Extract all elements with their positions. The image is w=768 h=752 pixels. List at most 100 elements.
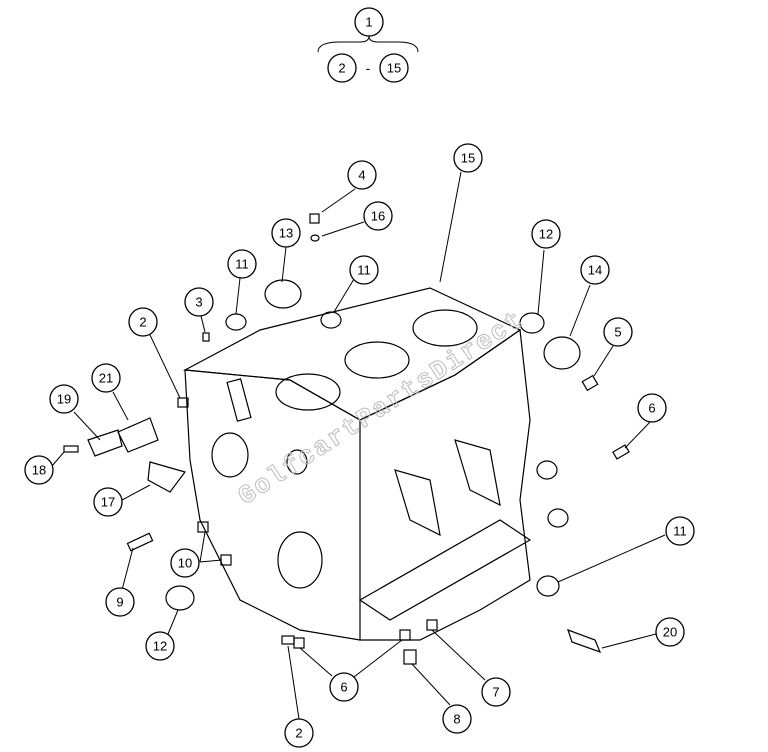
plug-13 (264, 279, 302, 309)
svg-text:16: 16 (371, 209, 385, 224)
leader-16 (321, 221, 365, 237)
leader-11-left (235, 277, 241, 315)
plug-12-bottom (165, 585, 195, 611)
callout-20: 20 (655, 617, 685, 647)
dowel-2-top (177, 397, 189, 408)
leader-8 (411, 663, 451, 706)
callout-8: 8 (442, 704, 472, 734)
oring-16 (310, 234, 320, 242)
callout-6-right: 6 (637, 393, 667, 423)
svg-text:21: 21 (99, 371, 113, 386)
leader-11-bottom (557, 534, 666, 583)
svg-text:3: 3 (195, 295, 202, 310)
svg-text:14: 14 (588, 263, 602, 278)
pin-4 (309, 213, 320, 224)
sensor-20 (567, 629, 602, 654)
plug-6-bottom-b (399, 629, 411, 641)
cylinder-bore-3 (275, 373, 341, 411)
svg-text:11: 11 (235, 257, 249, 272)
callout-2-top: 2 (128, 307, 158, 337)
callout-17: 17 (93, 487, 123, 517)
crank-web-2 (454, 439, 501, 507)
leader-7 (431, 629, 486, 681)
leader-10-b (199, 559, 223, 563)
seal-right-upper (536, 460, 558, 480)
dowel-5 (581, 374, 599, 392)
svg-text:10: 10 (178, 556, 192, 571)
svg-text:2: 2 (295, 726, 302, 741)
leader-6-bottom-b (349, 639, 403, 681)
leader-3 (200, 315, 206, 333)
callout-7: 7 (481, 677, 511, 707)
plug-11-left (225, 313, 247, 331)
callout-14: 14 (580, 255, 610, 285)
callout-11-bottom: 11 (665, 516, 695, 546)
dowel-2-bottom (281, 635, 295, 645)
bottom-rail (358, 519, 532, 621)
leader-6-right (624, 421, 651, 449)
callout-11-center: 11 (349, 255, 379, 285)
callout-10: 10 (170, 548, 200, 578)
fitting-17 (147, 461, 187, 493)
pin-9 (126, 532, 154, 552)
leader-9 (121, 547, 134, 591)
leader-10-a (199, 531, 206, 563)
callout-15: 15 (453, 143, 483, 173)
callout-3: 3 (184, 287, 214, 317)
assembly-brace (317, 35, 419, 53)
callouts: 15 4 16 13 12 14 11 11 3 2 5 21 19 6 18 … (24, 143, 695, 748)
leader-14 (569, 284, 591, 337)
cylinder-bore-1 (412, 309, 478, 347)
callout-12-top: 12 (531, 219, 561, 249)
leader-21 (112, 391, 129, 421)
callout-5: 5 (603, 317, 633, 347)
front-opening-small (286, 449, 308, 475)
svg-text:18: 18 (32, 463, 46, 478)
gasket-19 (87, 429, 123, 457)
assembly-range-start: 2 (338, 61, 345, 76)
leader-6-bottom-a (299, 647, 333, 677)
svg-text:4: 4 (358, 168, 365, 183)
leader-12-bottom (167, 609, 179, 635)
leader-5 (593, 345, 614, 377)
cylinder-bore-2 (344, 341, 410, 379)
plug-14 (543, 336, 581, 370)
svg-text:17: 17 (101, 495, 115, 510)
plug-6-bottom-a (293, 637, 305, 649)
callout-12-bottom: 12 (145, 631, 175, 661)
assembly-reference: 1 2 - 15 (317, 7, 419, 83)
block-front-face (184, 369, 361, 641)
plug-12-top (519, 312, 545, 334)
assembly-parent-label: 1 (365, 15, 372, 30)
assembly-range-separator: - (366, 60, 371, 76)
svg-text:2: 2 (139, 315, 146, 330)
plug-7 (426, 619, 438, 631)
engine-block (182, 287, 532, 641)
svg-text:11: 11 (673, 524, 687, 539)
pin-3 (202, 332, 210, 342)
leader-13 (281, 246, 287, 283)
svg-text:20: 20 (663, 625, 677, 640)
front-opening-lower (277, 531, 323, 589)
cover-21 (117, 417, 159, 453)
svg-text:19: 19 (57, 392, 71, 407)
leader-15 (439, 171, 462, 283)
callout-circle (379, 53, 409, 83)
plug-11-center (320, 311, 342, 329)
svg-text:9: 9 (116, 595, 123, 610)
front-slot (226, 378, 252, 422)
loose-parts (63, 213, 630, 665)
callout-13: 13 (271, 218, 301, 248)
watermark-text: GolfcartPartsDirect (233, 304, 530, 511)
svg-text:11: 11 (357, 263, 371, 278)
callout-11-left: 11 (227, 249, 257, 279)
assembly-range-end: 15 (387, 61, 401, 76)
callout-6-bottom: 6 (329, 672, 359, 702)
callout-16: 16 (363, 201, 393, 231)
svg-text:6: 6 (648, 401, 655, 416)
block-right-side (359, 328, 531, 641)
svg-text:15: 15 (461, 151, 475, 166)
svg-text:5: 5 (614, 325, 621, 340)
plug-11-bottom (536, 575, 560, 597)
